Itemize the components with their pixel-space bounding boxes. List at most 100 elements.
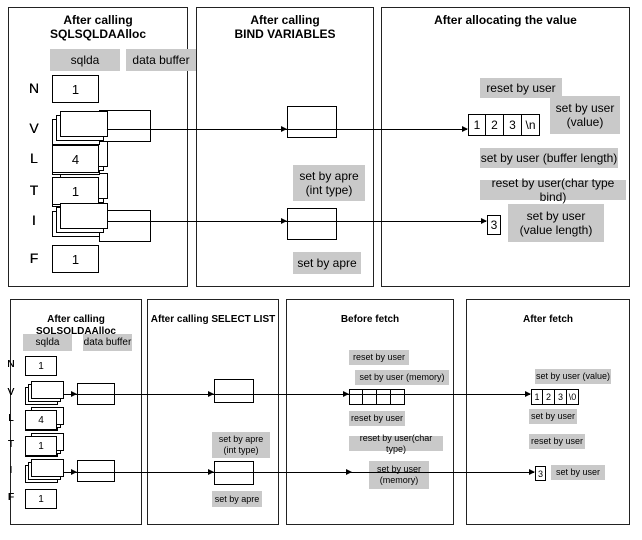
annotation-v: set by user (memory) (355, 370, 449, 385)
panel-title: Before fetch (340, 314, 400, 325)
pointer-arrow (108, 218, 487, 224)
panel-title: After fetch (522, 314, 573, 325)
panel-2: After calling BIND VARIABLESsqldadata bu… (29, 7, 374, 287)
indicator-buffer (77, 460, 115, 482)
row-label-t: T (29, 182, 39, 198)
row-label-n: N (28, 80, 40, 96)
value-cell: \n (522, 114, 540, 136)
panel-title: After calling BIND VARIABLES (234, 13, 336, 41)
annotation-v: set by user (value) (550, 96, 620, 134)
row-label-i: I (9, 465, 13, 476)
value-cell: 3 (555, 389, 567, 405)
stack-page (60, 203, 108, 229)
value-cell: \0 (567, 389, 579, 405)
panel-title: After allocating the value (434, 13, 577, 27)
row-label-t: T (7, 439, 15, 450)
row-label-v: V (7, 387, 15, 398)
row-label-l: L (8, 413, 14, 424)
pointer-arrow (108, 126, 468, 132)
row-label-n: N (28, 80, 40, 96)
row-label-f: F (29, 250, 39, 266)
field-f-box: 1 (52, 245, 99, 273)
row-label-f: F (29, 250, 39, 266)
sqlda-header: sqlda (23, 334, 72, 351)
annotation-t: reset by user(char type) (349, 433, 443, 454)
indicator-cell: 3 (487, 215, 501, 235)
row-label-t: T (29, 182, 39, 198)
field-i-stack (52, 203, 108, 237)
row-label-t: T (7, 439, 15, 450)
value-cell: 3 (504, 114, 522, 136)
annotation-v: set by user (value) (535, 369, 611, 384)
indicator-cell: 3 (535, 466, 546, 481)
field-v-stack (25, 381, 64, 405)
row-label-i: I (32, 212, 36, 228)
field-l-box: 4 (52, 145, 99, 173)
panel-5: After calling SELECT LISTsqldadata buffe… (7, 299, 279, 525)
row-label-i: I (32, 212, 36, 228)
value-cell (363, 389, 377, 405)
row-label-v: V (7, 387, 15, 398)
annotation-f: set by apre (212, 491, 262, 507)
field-v-stack (52, 111, 108, 145)
value-cell: 1 (468, 114, 486, 136)
row-label-v: V (7, 387, 15, 398)
row-label-f: F (29, 250, 39, 266)
value-buffer (214, 379, 254, 403)
indicator-buffer (287, 208, 337, 240)
row-label-v: V (29, 120, 39, 136)
annotation-n: reset by user (480, 78, 562, 98)
row-label-v: V (29, 120, 39, 136)
data-buffer-header: data buffer (126, 49, 196, 71)
annotation-i: set by user (value length) (508, 204, 604, 242)
annotation-l: reset by user (349, 411, 405, 426)
panel-title: After calling SELECT LIST (150, 314, 276, 325)
row-label-l: L (30, 150, 38, 166)
field-t-box: 1 (52, 177, 99, 205)
annotation-t: reset by user (529, 434, 585, 449)
stack-page (31, 381, 64, 399)
pointer-arrow (64, 391, 531, 397)
value-cells (349, 389, 405, 405)
row-label-l: L (8, 413, 14, 424)
value-cell: 2 (486, 114, 504, 136)
annotation-l: set by user (529, 409, 577, 424)
annotation-t: set by apre (int type) (293, 165, 365, 201)
annotation-f: set by apre (293, 252, 361, 274)
panel-title: After calling SQLSQLDAAlloc (35, 314, 116, 337)
field-t-box: 1 (25, 436, 57, 456)
row-label-n: N (7, 359, 15, 370)
row-label-i: I (9, 465, 13, 476)
row-label-i: I (9, 465, 13, 476)
row-label-f: F (7, 492, 15, 503)
annotation-t: set by apre (int type) (212, 432, 270, 458)
field-n-box: 1 (25, 356, 57, 376)
row-label-l: L (30, 150, 38, 166)
annotation-l: set by user (buffer length) (480, 148, 618, 168)
row-label-l: L (8, 413, 14, 424)
row-label-l: L (30, 150, 38, 166)
row-label-i: I (32, 212, 36, 228)
row-label-n: N (7, 359, 15, 370)
row-label-n: N (7, 359, 15, 370)
field-f-box: 1 (25, 489, 57, 509)
annotation-t: reset by user(char type bind) (480, 176, 626, 204)
row-label-n: N (28, 80, 40, 96)
field-n-box: 1 (52, 75, 99, 103)
row-label-f: F (7, 492, 15, 503)
annotation-i: set by user (memory) (369, 461, 429, 489)
indicator-buffer (214, 461, 254, 485)
row-label-t: T (29, 182, 39, 198)
row-label-l: L (8, 413, 14, 424)
stack-page (31, 459, 64, 477)
annotation-i: set by user (551, 465, 605, 480)
row-label-v: V (7, 387, 15, 398)
row-label-i: I (9, 465, 13, 476)
value-cell: 2 (543, 389, 555, 405)
value-buffer (287, 106, 337, 138)
panel-title: After calling SQLSQLDAAlloc (49, 13, 146, 41)
